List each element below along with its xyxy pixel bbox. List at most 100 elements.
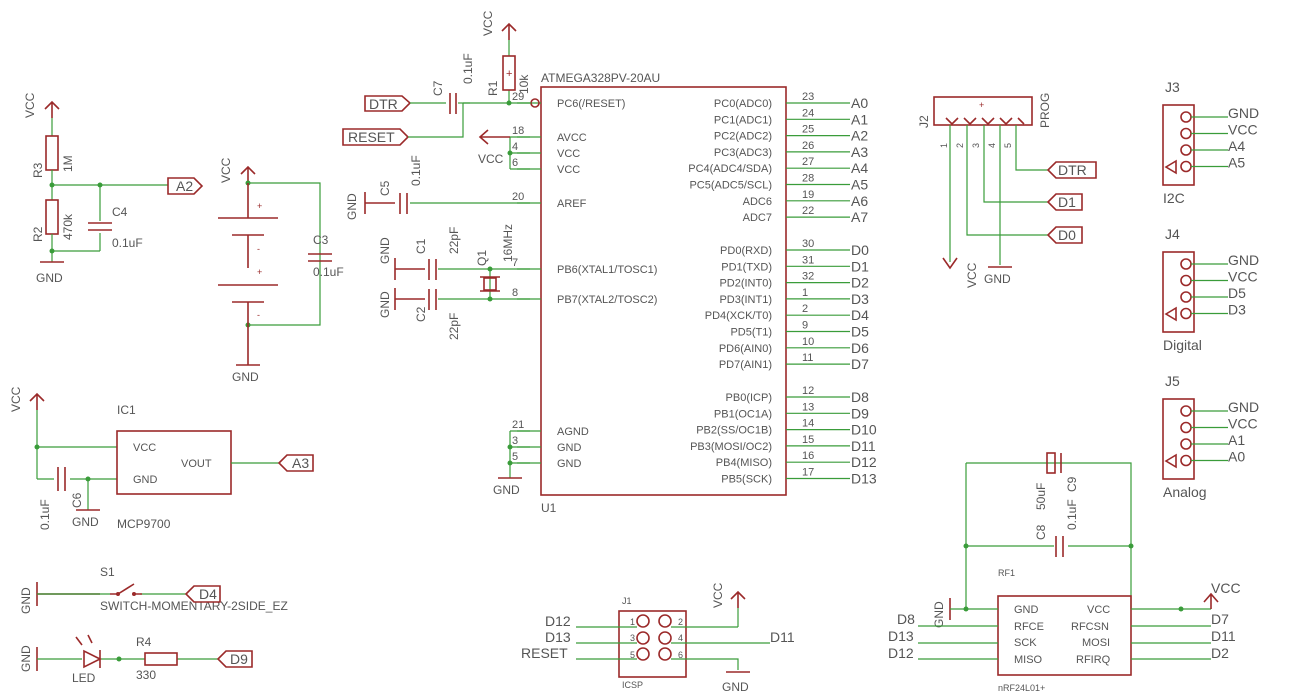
gnd-label-s1: GND: [19, 587, 33, 614]
c4-ref: C4: [112, 205, 128, 219]
mcu-name: ATMEGA328PV-20AU: [541, 71, 660, 85]
j1-ref: J1: [622, 596, 632, 606]
reset-label-left: RESET: [348, 129, 395, 145]
mcu-pin-num: 16: [802, 450, 814, 462]
j1-pin-1: 1: [630, 617, 635, 627]
r3-ref: R3: [31, 162, 45, 178]
mcu-net-label: A5: [851, 177, 868, 193]
mcu-net-label: D3: [851, 291, 869, 307]
c4-value: 0.1uF: [112, 236, 143, 250]
mcu-pin-num: 12: [802, 385, 814, 397]
rf1-pin-vcc: VCC: [1087, 604, 1110, 616]
mcu-pin-num: 18: [512, 125, 524, 137]
rf1-value: nRF24L01+: [998, 683, 1045, 693]
mcu-net-label: A6: [851, 193, 868, 209]
mcu-pin-name: PB2(SS/OC1B): [696, 425, 772, 437]
c9-value: 50uF: [1034, 483, 1048, 510]
mcu-pin-name: GND: [557, 458, 582, 470]
mcu-pin-name: PB6(XTAL1/TOSC1): [557, 264, 657, 276]
rf1-pin-sck: SCK: [1014, 637, 1037, 649]
mcu-net-label: D4: [851, 307, 869, 323]
mcu-u1: ATMEGA328PV-20AU U1 29PC6(/RESET)18AVCC4…: [512, 71, 877, 515]
rf1-ref: RF1: [998, 568, 1015, 578]
mcu-pin-num: 9: [802, 320, 808, 332]
mcu-pin-name: PC4(ADC4/SDA): [688, 163, 772, 175]
r3-value: 1M: [61, 155, 75, 172]
mcu-pin-num: 7: [512, 257, 518, 269]
q1-value: 16MHz: [501, 224, 515, 262]
mcu-pin-num: 3: [512, 435, 518, 447]
mcu-pin-num: 23: [802, 91, 814, 103]
rf1-pin-mosi: MOSI: [1082, 637, 1110, 649]
mcu-pin-name: PC2(ADC2): [714, 131, 772, 143]
gnd-label-ic1: GND: [72, 515, 99, 529]
connector-j2-prog: + J2 PROG 1 2 3 4 5 VCC GND DTR D1 D0: [917, 93, 1097, 288]
header-net: D3: [1228, 302, 1246, 318]
mcu-net-label: D11: [851, 438, 876, 454]
d4-label: D4: [199, 586, 217, 602]
gnd-label-r2: GND: [36, 271, 63, 285]
rf1-pin-rfce: RFCE: [1014, 621, 1044, 633]
gnd-label-j1: GND: [722, 680, 749, 694]
sensor-ic1: VCC GND 0.1uF C6 IC1 VCC GND VOUT MCP970…: [9, 386, 314, 531]
mcu-pin-num: 8: [512, 287, 518, 299]
mcu-pin-num: 5: [512, 451, 518, 463]
mcu-right-pins: 23PC0(ADC0)A024PC1(ADC1)A125PC2(ADC2)A22…: [688, 91, 877, 487]
j1-value: ICSP: [622, 680, 643, 690]
a2-label: A2: [176, 178, 193, 194]
ic1-pin-vcc: VCC: [133, 442, 156, 454]
mcu-pin-name: GND: [557, 442, 582, 454]
mcu-pin-num: 22: [802, 205, 814, 217]
ic1-ref: IC1: [117, 403, 136, 417]
c6-ref: C6: [70, 492, 84, 508]
mcu-pin-name: PC6(/RESET): [557, 98, 625, 110]
svg-text:+: +: [257, 267, 262, 277]
mcu-net-label: A3: [851, 144, 868, 160]
mcu-net-label: D7: [851, 356, 869, 372]
gnd-label-led: GND: [19, 645, 33, 672]
mcu-pin-name: PD7(AIN1): [719, 359, 772, 371]
mcu-pin-num: 13: [802, 401, 814, 413]
c5-value: 0.1uF: [409, 155, 423, 186]
mcu-net-label: A4: [851, 160, 868, 176]
vcc-label-ic1: VCC: [9, 386, 23, 412]
vcc-label-r3: VCC: [23, 92, 37, 118]
mcu-net-label: D13: [851, 471, 877, 487]
mcu-pin-name: PB5(SCK): [721, 474, 772, 486]
header-net: VCC: [1228, 122, 1258, 138]
mcu-pin-name: AVCC: [557, 132, 587, 144]
gnd-label-c5: GND: [345, 193, 359, 220]
mcu-net-label: D1: [851, 258, 869, 274]
mcu-pin-name: PC3(ADC3): [714, 147, 772, 159]
mcu-pin-num: 14: [802, 418, 814, 430]
mcu-pin-num: 20: [512, 191, 524, 203]
mcu-pin-name: VCC: [557, 164, 580, 176]
vcc-label-batt: VCC: [219, 157, 233, 183]
mcu-pin-name: PC1(ADC1): [714, 114, 772, 126]
mcu-pin-name: PB7(XTAL2/TOSC2): [557, 294, 657, 306]
j1-net-d12: D12: [545, 613, 571, 629]
header-net: D5: [1228, 285, 1246, 301]
mcu-pin-name: PD6(AIN0): [719, 343, 772, 355]
c2-value: 22pF: [447, 313, 461, 340]
header-ref: J3: [1165, 79, 1180, 95]
j2-pin-3: 3: [971, 143, 981, 148]
mcu-pin-num: 4: [512, 141, 518, 153]
s1-value: SWITCH-MOMENTARY-2SIDE_EZ: [100, 599, 288, 613]
mcu-pin-num: 17: [802, 467, 814, 479]
r2-ref: R2: [31, 226, 45, 242]
reset-net: RESET: [342, 103, 464, 146]
mcu-net-label: D10: [851, 422, 877, 438]
mcu-pin-num: 6: [512, 157, 518, 169]
mcu-pin-num: 15: [802, 434, 814, 446]
mcu-pin-num: 11: [802, 352, 813, 364]
c1-ref: C1: [414, 238, 428, 254]
rf1-net-d2: D2: [1211, 645, 1229, 661]
mcu-pin-name: PD1(TXD): [721, 261, 772, 273]
capacitor-c5: GND C5 0.1uF: [345, 155, 530, 220]
svg-text:+: +: [979, 100, 984, 110]
j1-net-d11: D11: [770, 629, 795, 645]
r4-value: 330: [136, 668, 156, 682]
